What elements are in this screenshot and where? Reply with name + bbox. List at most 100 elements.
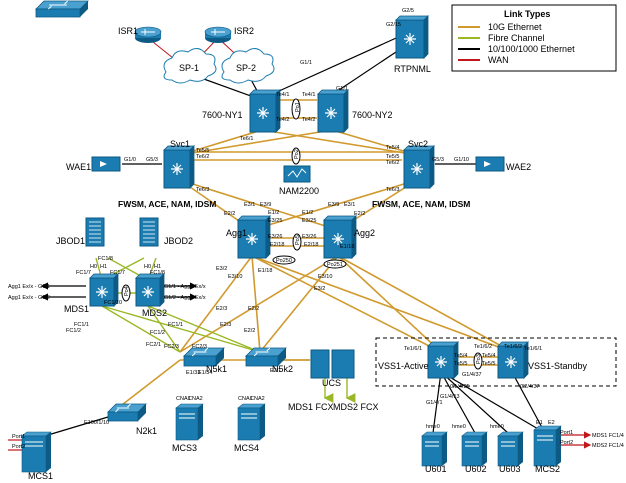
port-channels — [121, 98, 483, 370]
mcs4-server — [237, 403, 266, 441]
port-label: H0 — [144, 264, 151, 270]
legend-item-1g: 10/100/1000 Ethernet — [488, 44, 575, 54]
port-label: E2/2 — [224, 211, 235, 217]
port-label: Te4/1 — [302, 92, 315, 98]
wae1-appliance — [91, 156, 121, 172]
po5-label: Po5 — [295, 235, 301, 245]
port-label: G1/4/25 — [450, 384, 470, 390]
u601-server — [421, 431, 448, 467]
po251-label: Po251 — [327, 262, 343, 268]
n5k2-switch — [245, 347, 287, 367]
port-label: E2/3 — [216, 306, 227, 312]
port-label: G1/4/13 — [440, 394, 460, 400]
port-label: Te6/1 — [240, 136, 253, 142]
port-label: E3/25 — [302, 218, 316, 224]
po250-oval — [272, 255, 296, 265]
agg1-label: Agg1 — [226, 228, 247, 238]
port-label: E3/2 — [216, 266, 227, 272]
port-label: Te4/1 — [276, 92, 289, 98]
port-label: G1/10 — [454, 157, 469, 163]
port-label: G2/15 — [386, 22, 401, 28]
port-label: E1 — [536, 420, 543, 426]
vss-boundary — [375, 337, 617, 387]
svc1-label: Svc1 — [170, 139, 190, 149]
port-label: Te5/5 — [386, 154, 399, 160]
port-label: FC1/2 — [66, 328, 81, 334]
port-label: Te5/5 — [482, 361, 495, 367]
agg1-g12-note: Agg1 Ex/x - G1/2 — [8, 295, 50, 301]
po5-oval — [292, 233, 302, 251]
port-label: FC1/2 — [150, 330, 165, 336]
po2-label: Po2 — [294, 149, 300, 159]
u602-label: U602 — [465, 464, 487, 474]
nam-appliance — [283, 165, 311, 183]
port-label: Te5/5 — [454, 361, 467, 367]
rtpnml-switch — [395, 15, 429, 59]
po2-oval — [291, 147, 301, 165]
po4-oval — [121, 284, 131, 302]
port-label: Te6/2 — [386, 160, 399, 166]
svc2-modules: FWSM, ACE, NAM, IDSM — [372, 199, 470, 209]
po4-label: Po4 — [124, 286, 130, 296]
vss-standby-label: VSS1-Standby — [528, 361, 588, 371]
port-label: G1/0 — [124, 157, 136, 163]
svc1-switch — [163, 145, 195, 189]
agg1-switch — [237, 215, 271, 259]
gig-ethernet-links — [37, 33, 546, 439]
port-label: E1/18 — [340, 244, 354, 250]
wae2-label: WAE2 — [506, 162, 531, 172]
sp2-cloud — [221, 48, 275, 84]
port-label: G5/3 — [432, 157, 444, 163]
port-label: H1 — [154, 264, 161, 270]
n5k1-switch — [183, 347, 225, 367]
po3-label: Po3 — [476, 354, 482, 364]
port-label: FC1/7 — [110, 270, 125, 276]
mds1-fcx-label: MDS1 FCX — [288, 402, 334, 412]
port-label: G1/1 — [336, 86, 348, 92]
port-label: FC2/3 — [164, 344, 179, 350]
mcs3-server — [175, 403, 204, 441]
legend-item-wan: WAN — [488, 55, 509, 65]
jbod2-array — [139, 217, 159, 247]
port-label: hme0 — [426, 424, 440, 430]
port-label: Te5/4 — [454, 353, 467, 359]
port-label: hme0 — [490, 424, 504, 430]
n2k1-label: N2k1 — [136, 426, 157, 436]
wae1-label: WAE1 — [66, 162, 91, 172]
legend: Link Types 10G Ethernet Fibre Channel 10… — [451, 4, 617, 72]
isr1-router — [134, 26, 162, 43]
port-label: E3/25 — [268, 218, 282, 224]
port-label: E3/10 — [318, 274, 332, 280]
mcs1-label: MCS1 — [28, 471, 53, 481]
top-switch — [35, 0, 89, 18]
mcs1-server — [21, 431, 52, 473]
po1-label: Po1 — [295, 102, 301, 112]
agg1-g11-note: Agg1 Ex/x - G1/1 — [8, 284, 50, 290]
port-label: E2/18 — [270, 242, 284, 248]
port-label: FC1/1 — [74, 322, 89, 328]
port-label: FC2/1 — [146, 342, 161, 348]
port-label: Port2 — [560, 440, 573, 446]
ucs-label: UCS — [322, 378, 341, 388]
port-label: CNA2 — [188, 396, 203, 402]
ucs-chassis — [310, 349, 355, 379]
port-label: Te4/2 — [276, 117, 289, 123]
port-label: E2/3 — [220, 322, 231, 328]
u601-label: U601 — [425, 464, 447, 474]
legend-title: Link Types — [504, 9, 550, 19]
port-label: H1 — [100, 264, 107, 270]
isr2-router — [204, 26, 232, 43]
po1-oval — [291, 98, 301, 120]
po3-oval — [473, 352, 483, 370]
port-label: E2/1 — [270, 368, 281, 374]
jbod1-label: JBOD1 — [56, 236, 85, 246]
po251-oval — [323, 259, 347, 269]
port-label: G1/4/1 — [426, 400, 443, 406]
port-label: E1/34 — [198, 370, 212, 376]
fc-annotations: Agg1 Ex/x - G1/1 Agg1 Ex/x - G1/2 G1/1 -… — [8, 284, 624, 449]
port-label: Te5/4 — [482, 353, 495, 359]
port-label: E1/2 — [268, 210, 279, 216]
port-label: E2/2 — [244, 328, 255, 334]
port-label: E3/9 — [260, 202, 271, 208]
